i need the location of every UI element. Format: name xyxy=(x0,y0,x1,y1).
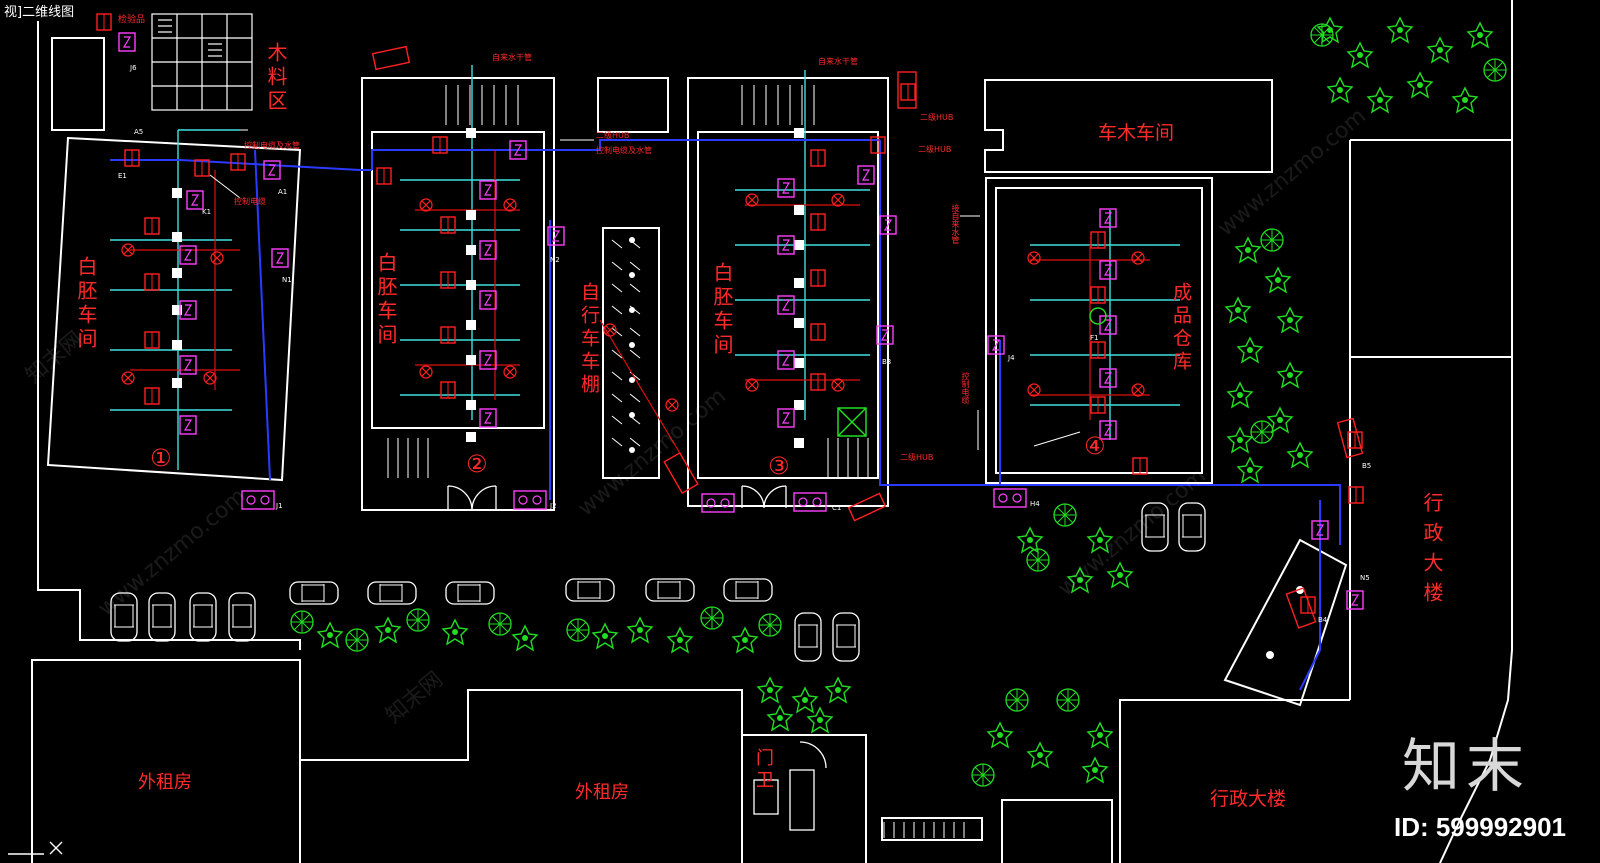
tag-K1: K1 xyxy=(202,208,212,216)
bike-racks xyxy=(611,239,641,447)
window-title: 视]二维线图 xyxy=(0,0,79,21)
annotation-arrows xyxy=(209,129,1081,450)
annotation-water-pipe-1: 自来水干管 xyxy=(492,53,532,62)
annotation-hub-4: 二级HUB xyxy=(918,145,952,154)
label-finished-store: 成品仓库 xyxy=(1170,282,1192,374)
label-rental-2: 外租房 xyxy=(575,782,629,803)
tag-J4: H4 xyxy=(1030,500,1040,508)
tag-N4: J4 xyxy=(1008,354,1015,362)
tag-J1: J1 xyxy=(276,502,283,510)
annotation-control-4: 控制电缆 xyxy=(961,372,970,404)
camera-icons xyxy=(371,45,1364,629)
label-white-workshop-2: 白胚车间 xyxy=(374,252,398,348)
annotation-inspection: 检验品 xyxy=(118,15,146,25)
doors xyxy=(447,485,827,831)
label-rental-1: 外租房 xyxy=(138,772,192,793)
label-lathe-workshop: 车木车间 xyxy=(1098,122,1175,144)
annotation-control-3: 控制电缆及水管 xyxy=(596,146,652,155)
workshop-number-2: ② xyxy=(466,450,488,478)
tag-A5: A5 xyxy=(134,128,144,136)
label-guard: 门卫 xyxy=(753,748,774,792)
wood-area-box xyxy=(51,37,105,131)
annotation-to-water: 接自来水管 xyxy=(951,204,960,244)
annotation-control-2: 控制电缆及水管 xyxy=(244,141,300,150)
parking-cars xyxy=(110,502,1206,662)
fan-box xyxy=(837,307,1107,437)
label-admin-building-vertical: 行政大楼 xyxy=(1420,492,1444,612)
tag-J2: J2 xyxy=(550,502,557,510)
stairs xyxy=(387,85,965,838)
tag-E1: E1 xyxy=(118,172,127,180)
lathe-workshop-wall xyxy=(984,79,1273,173)
building-outlines xyxy=(31,0,1513,863)
annotation-hub-2: 二级HUB xyxy=(920,113,954,122)
lower-right-outline xyxy=(1001,799,1113,863)
workshop-number-4: ④ xyxy=(1084,432,1106,460)
site-boundary-left xyxy=(37,10,301,650)
workshop-1-wall xyxy=(46,136,302,482)
annotation-control-1: 控制电缆 xyxy=(234,197,266,206)
control-cables xyxy=(110,139,1341,691)
label-wood-area: 木料区 xyxy=(264,42,288,114)
tag-A1: A1 xyxy=(278,188,288,196)
workshop-2-wall xyxy=(361,77,555,511)
stair-block xyxy=(881,817,983,841)
ucs-axis-icon xyxy=(8,841,63,855)
finished-store-wall xyxy=(985,177,1213,484)
tag-J6: J6 xyxy=(130,64,137,72)
workshop-number-3: ③ xyxy=(768,452,790,480)
tag-F1: F1 xyxy=(1090,334,1099,342)
corridor-box xyxy=(597,77,669,133)
watermark-logo: 知末 xyxy=(1401,732,1530,800)
workshop-number-1: ① xyxy=(150,444,172,472)
admin-base-outline xyxy=(1119,699,1350,863)
bike-shed-box xyxy=(602,227,660,479)
tag-B4: B4 xyxy=(1318,616,1328,624)
label-admin-building: 行政大楼 xyxy=(1210,788,1287,810)
tag-J3: C1 xyxy=(832,504,842,512)
water-pipes xyxy=(110,65,1180,470)
rental-1-outline xyxy=(31,659,301,863)
workshop-3-wall xyxy=(687,77,889,507)
label-white-workshop-1: 白胚车间 xyxy=(74,256,98,352)
label-bike-shed: 自行车车棚 xyxy=(578,282,600,397)
tag-N3: B3 xyxy=(882,358,892,366)
junction-boxes xyxy=(241,488,1027,513)
tag-B5: B5 xyxy=(1362,462,1372,470)
ceiling-lamps xyxy=(172,128,1304,659)
watermark-id: ID: 599992901 xyxy=(1393,812,1566,842)
wood-pile xyxy=(151,13,253,111)
workshop-2-inner xyxy=(371,131,545,429)
tag-N1: N1 xyxy=(282,276,292,284)
tag-N5: N5 xyxy=(1360,574,1370,582)
rental-2-outline xyxy=(300,689,743,863)
workshop-3-inner xyxy=(697,131,879,479)
admin-entrance-steps xyxy=(1223,538,1348,707)
label-white-workshop-3: 白胚车间 xyxy=(710,262,734,358)
annotation-hub-1: 二级HUB xyxy=(596,131,630,140)
tag-N2: N2 xyxy=(550,256,560,264)
annotation-hub-3: 二级HUB xyxy=(900,453,934,462)
guard-outline xyxy=(742,734,867,863)
finished-store-inner xyxy=(995,187,1203,474)
annotation-water-pipe-2: 自来水干管 xyxy=(818,57,858,66)
